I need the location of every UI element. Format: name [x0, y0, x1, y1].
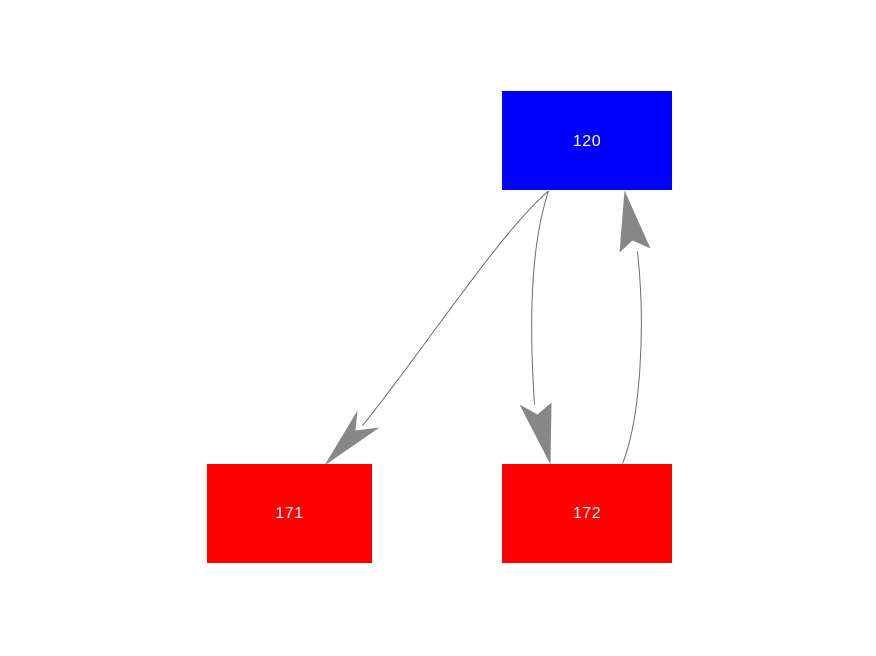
edge-120-to-171[interactable]: [324, 190, 549, 466]
edge-172-to-120[interactable]: [619, 190, 651, 464]
edge-120-to-171-arrowhead: [324, 410, 380, 466]
edge-172-to-120-line: [622, 251, 642, 464]
edge-120-to-172-line: [531, 190, 549, 405]
edge-120-to-172[interactable]: [519, 190, 552, 465]
node-172-label: 172: [572, 504, 602, 522]
node-171-label: 171: [275, 504, 304, 522]
edge-120-to-172-arrowhead: [519, 402, 552, 465]
node-120-label: 120: [572, 132, 602, 150]
node-171[interactable]: 171: [207, 464, 372, 563]
edge-120-to-171-line: [362, 190, 549, 426]
edge-172-to-120-arrowhead: [619, 190, 651, 253]
node-172[interactable]: 172: [502, 464, 672, 563]
node-120[interactable]: 120: [502, 91, 672, 190]
